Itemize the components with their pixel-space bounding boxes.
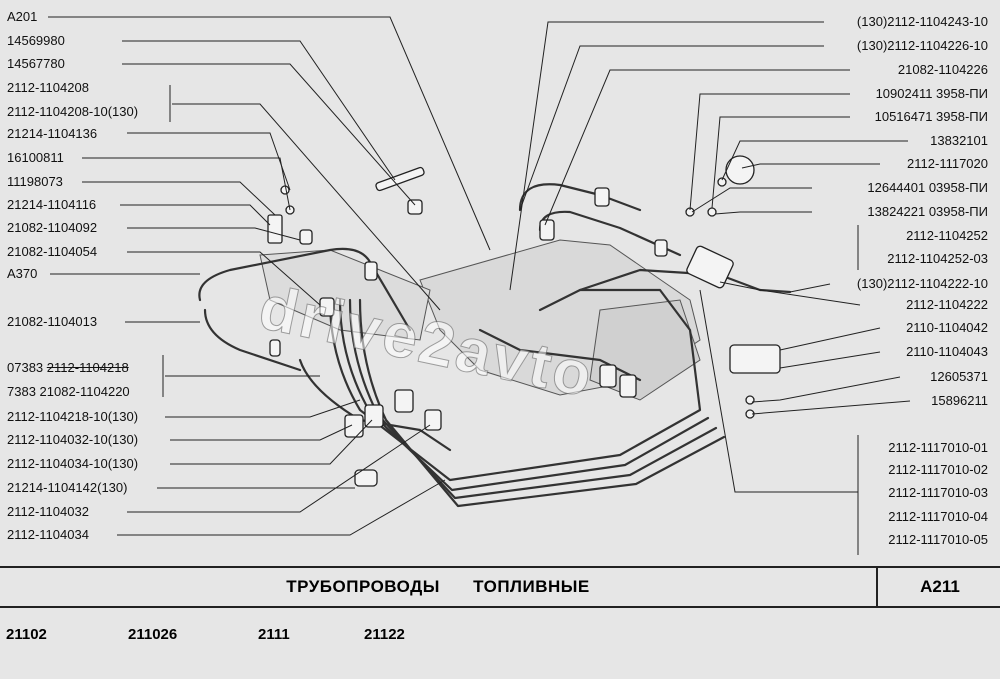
part-label: 14567780 — [7, 56, 65, 71]
part-label: 21214-1104136 — [7, 126, 98, 141]
part-label: 16100811 — [7, 150, 64, 165]
part-label: 2112-1104252-03 — [887, 251, 988, 266]
part-label: 7383 21082-1104220 — [7, 384, 130, 399]
part-label: 2112-1104208-10(130) — [7, 104, 139, 119]
section-code: A211 — [876, 568, 1000, 606]
part-label: 12644401 03958-ПИ — [867, 180, 988, 195]
fuel-lines-diagram — [48, 16, 911, 555]
model-item: 21102 — [6, 626, 47, 643]
part-label: 2112-1117010-03 — [888, 485, 988, 500]
title-word-2: ТОПЛИВНЫЕ — [473, 577, 590, 596]
model-item: 21122 — [364, 626, 405, 643]
part-label: 10516471 3958-ПИ — [874, 109, 988, 124]
part-label: 21082-1104013 — [7, 314, 98, 329]
part-label: 2112-1104034 — [7, 527, 89, 542]
part-label: 2112-1104032-10(130) — [7, 432, 139, 447]
part-label: 2112-1117010-02 — [888, 462, 988, 477]
part-label: 2112-1104034-10(130) — [7, 456, 139, 471]
part-label: (130)2112-1104243-10 — [856, 14, 988, 29]
part-label: (130)2112-1104226-10 — [856, 38, 988, 53]
part-label: 2112-1117010-04 — [888, 509, 988, 524]
part-label: 15896211 — [931, 393, 988, 408]
title-band: ТРУБОПРОВОДЫ ТОПЛИВНЫЕ A211 — [0, 566, 1000, 608]
sheet-title: ТРУБОПРОВОДЫ ТОПЛИВНЫЕ — [0, 568, 876, 606]
part-label: 2110-1104042 — [906, 320, 988, 335]
part-label: 21082-1104054 — [7, 244, 98, 259]
part-label: 2112-1117010-01 — [888, 440, 988, 455]
model-item: 2111 — [258, 626, 290, 643]
part-label: 2112-1104218-10(130) — [7, 409, 139, 424]
part-label: 2112-1117010-05 — [888, 532, 988, 547]
part-label: (130)2112-1104222-10 — [856, 276, 988, 291]
title-word-1: ТРУБОПРОВОДЫ — [286, 577, 440, 596]
part-label: 21082-1104226 — [897, 62, 988, 77]
part-label-superseded: 2112-1104218 — [46, 360, 129, 375]
part-label: 07383 2112-1104218 — [7, 360, 129, 376]
part-label: 11198073 — [7, 174, 63, 189]
part-label: 21214-1104142(130) — [7, 480, 128, 495]
part-label: 12605371 — [930, 369, 988, 384]
part-label: 13832101 — [930, 133, 988, 148]
part-label: 2110-1104043 — [906, 344, 988, 359]
part-label: A201 — [7, 9, 38, 24]
part-label: 2112-1104222 — [906, 297, 988, 312]
model-item: 211026 — [128, 626, 178, 643]
part-label: 14569980 — [7, 33, 65, 48]
part-label: 13824221 03958-ПИ — [867, 204, 988, 219]
part-label: 2112-1104252 — [906, 228, 988, 243]
part-label: 2112-1104208 — [7, 80, 89, 95]
part-label: 2112-1104032 — [7, 504, 89, 519]
part-label: 21082-1104092 — [7, 220, 98, 235]
part-label: 2112-1117020 — [907, 156, 988, 171]
part-label: A370 — [7, 266, 38, 281]
part-label-prefix: 07383 — [7, 360, 44, 375]
part-label: 10902411 3958-ПИ — [875, 86, 988, 101]
part-label: 21214-1104116 — [7, 197, 97, 212]
